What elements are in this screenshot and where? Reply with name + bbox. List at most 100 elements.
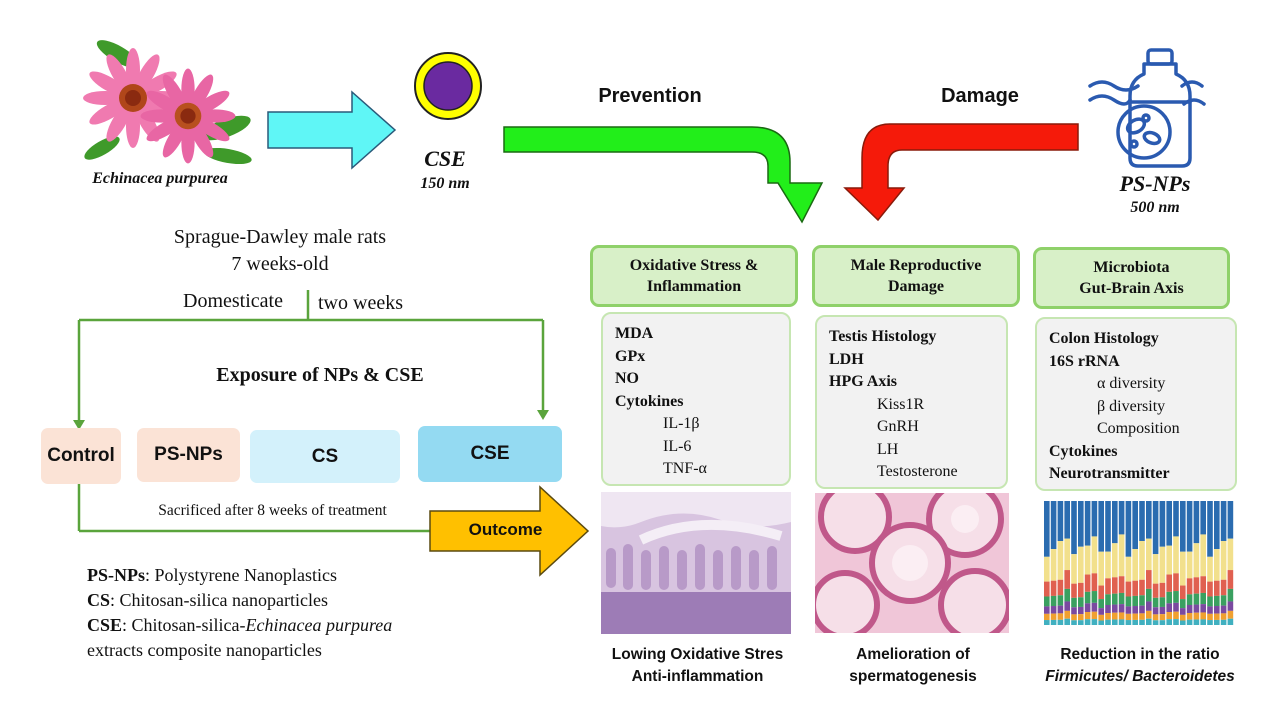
- thumbnail-bar-segment: [1214, 580, 1220, 596]
- thumbnail-bar-segment: [1078, 614, 1084, 621]
- thumbnail-bar-segment: [1071, 607, 1077, 615]
- thumbnail-bar-segment: [1044, 596, 1050, 607]
- thumbnail-bar-segment: [1118, 501, 1125, 535]
- thumbnail-bar-segment: [1050, 580, 1057, 596]
- thumbnail-bar-segment: [1214, 619, 1220, 625]
- thumbnail-bar-segment: [1078, 582, 1084, 598]
- thumbnail-bar-segment: [1139, 595, 1145, 606]
- thumbnail-bar-segment: [1105, 594, 1111, 605]
- panel2-item: HPG Axis: [829, 373, 898, 390]
- panel1-item: IL-1β: [663, 415, 700, 432]
- thumbnail-bar-segment: [1091, 619, 1098, 625]
- thumbnail-bar-segment: [1173, 602, 1179, 612]
- thumbnail-bar-segment: [1186, 619, 1193, 625]
- thumbnail-bar-segment: [1057, 501, 1064, 542]
- damage-label: Damage: [941, 85, 1019, 107]
- thumbnail-bar-segment: [1214, 606, 1220, 614]
- thumbnail-bar-segment: [1050, 549, 1057, 581]
- thumbnail-bar-segment: [1118, 619, 1125, 625]
- thumbnail-bar-segment: [1139, 501, 1145, 542]
- panel2-caption: Amelioration of spermatogenesis: [849, 646, 977, 685]
- thumbnail-bar-segment: [1166, 612, 1172, 620]
- thumbnail-bar-segment: [1139, 541, 1145, 580]
- thumbnail-bar-segment: [1112, 501, 1118, 544]
- group-psnps: PS-NPs: [137, 428, 240, 482]
- animals-line2: 7 weeks-old: [231, 253, 329, 275]
- thumbnail-bar-segment: [1139, 605, 1145, 614]
- thumbnail-bar-segment: [1057, 605, 1064, 614]
- thumbnail-bar-segment: [1186, 551, 1193, 579]
- thumbnail-bar-segment: [1214, 501, 1220, 550]
- thumbnail-bar-segment: [1146, 610, 1152, 619]
- thumbnail-bar-segment: [1071, 501, 1077, 555]
- panel3-item: Composition: [1097, 420, 1180, 437]
- thumbnail-bar-segment: [1057, 613, 1064, 620]
- thumbnail-bar-segment: [1152, 583, 1159, 598]
- thumbnail-bar-segment: [1186, 501, 1193, 552]
- thumbnail-bar-segment: [1112, 604, 1118, 613]
- thumbnail-bar-segment: [1139, 579, 1145, 596]
- thumbnail-bar-segment: [1186, 578, 1193, 595]
- thumbnail-bar-segment: [1220, 613, 1227, 620]
- thumbnail-bar-segment: [1146, 501, 1152, 539]
- domesticate-label: Domesticate: [183, 290, 283, 312]
- thumbnail-bar-segment: [1152, 607, 1159, 615]
- thumbnail-bar-segment: [1207, 556, 1213, 582]
- thumbnail-bar-segment: [1057, 595, 1064, 606]
- thumbnail-bar-segment: [1180, 551, 1186, 586]
- thumbnail-bar-segment: [1057, 579, 1064, 596]
- thumbnail-bar-segment: [1050, 606, 1057, 614]
- thumbnail-bar-segment: [1173, 611, 1179, 620]
- thumbnail-bar-segment: [1132, 549, 1138, 581]
- thumbnail-bar-segment: [1214, 595, 1220, 607]
- thumbnail-bar-segment: [1159, 501, 1166, 547]
- panel2-item: GnRH: [877, 418, 919, 435]
- panel2-item: Kiss1R: [877, 395, 925, 413]
- thumbnail-bar-segment: [1098, 501, 1104, 552]
- thumbnail-bar-segment: [1105, 501, 1111, 552]
- thumbnail-bar-segment: [1044, 620, 1050, 625]
- thumbnail-bar-segment: [1146, 538, 1152, 571]
- cse-name: CSE: [424, 146, 466, 171]
- panel1-list: MDA GPx NO Cytokines IL-1β IL-6 TNF-α: [601, 312, 791, 486]
- thumbnail-bar-segment: [1098, 585, 1104, 600]
- thumbnail-bar-segment: [1105, 613, 1111, 620]
- thumbnail-bar-segment: [1118, 534, 1125, 577]
- thumbnail-bar-segment: [1173, 536, 1179, 574]
- thumbnail-bar-segment: [1207, 596, 1213, 607]
- thumbnail-bar-segment: [1193, 604, 1200, 613]
- thumbnail-bar-segment: [1186, 605, 1193, 613]
- panel1-item: NO: [615, 370, 639, 387]
- thumbnail-bar-segment: [1125, 620, 1132, 625]
- thumbnail-bar-segment: [1091, 536, 1098, 574]
- thumbnail-bar-segment: [1186, 594, 1193, 605]
- thumbnail-bar-segment: [1105, 551, 1111, 579]
- prevention-arrow-shape: [503, 126, 824, 224]
- panel2-item: Testis Histology: [829, 328, 937, 345]
- thumbnail-bar-segment: [1227, 618, 1234, 625]
- thumbnail-bar-segment: [1200, 501, 1206, 535]
- thumbnail-bar-segment: [1152, 620, 1159, 625]
- panel2-item: LDH: [829, 350, 864, 368]
- thumbnail-bar-segment: [1173, 573, 1179, 592]
- thumbnail-bar-segment: [1112, 619, 1118, 625]
- thumbnail-bar-segment: [1193, 543, 1200, 578]
- psnps-size: 500 nm: [1130, 199, 1180, 216]
- flow-lines: [77, 290, 545, 533]
- thumbnail-bar-segment: [1180, 620, 1186, 625]
- thumbnail-bar-segment: [1091, 611, 1098, 620]
- thumbnail-bar-segment: [1180, 614, 1186, 621]
- plant-label: Echinacea purpurea: [92, 170, 228, 187]
- thumbnail-bar-segment: [1132, 606, 1138, 614]
- thumbnail-bar-segment: [1112, 543, 1118, 578]
- panel1-item: IL-6: [663, 437, 692, 455]
- thumbnail-bar-segment: [1227, 538, 1234, 571]
- thumbnail-bar-segment: [1112, 593, 1118, 605]
- control-arrowhead: [73, 420, 85, 430]
- thumbnail-bar-segment: [1207, 501, 1213, 557]
- thumbnail-bar-segment: [1071, 597, 1077, 608]
- thumbnail-bar-segment: [1112, 577, 1118, 594]
